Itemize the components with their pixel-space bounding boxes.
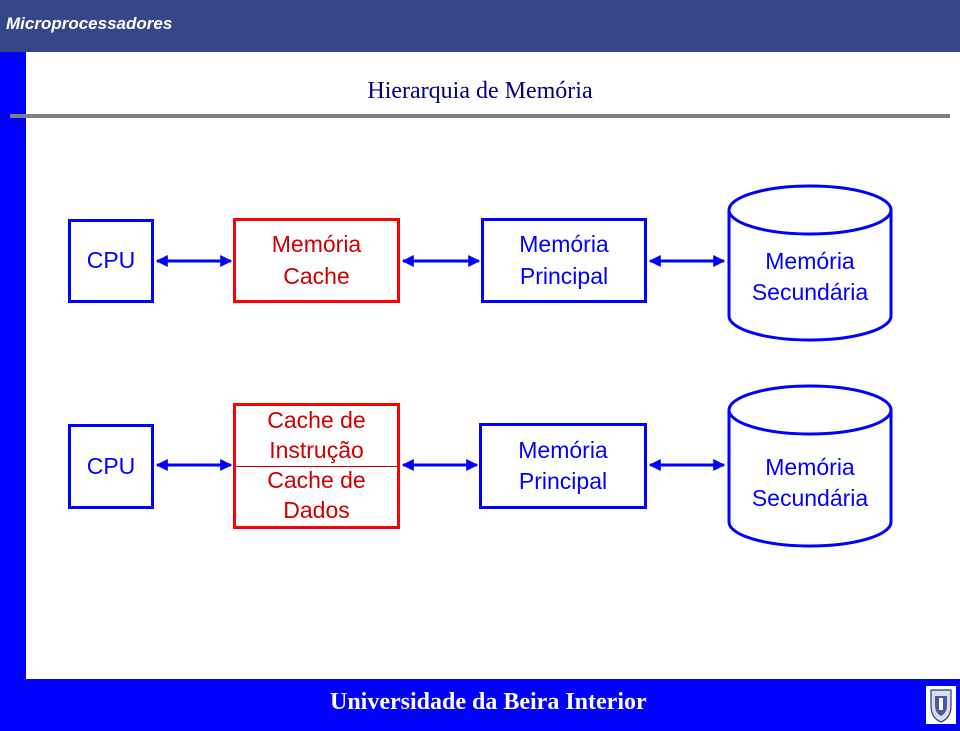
- left-sidebar-stripe: [0, 52, 26, 731]
- main-label-line2: Principal: [519, 262, 609, 289]
- dcache-label-line1: Cache de: [267, 467, 366, 494]
- secondary-memory-label-top: Memória Secundária: [729, 246, 891, 308]
- main-label-line2-bottom: Principal: [518, 468, 608, 494]
- title-divider: [10, 114, 950, 118]
- cpu-label-bottom: CPU: [86, 452, 136, 479]
- header-title: Microprocessadores: [6, 14, 173, 33]
- footer-bar: [0, 679, 960, 731]
- cpu-box-bottom: CPU: [68, 424, 154, 509]
- main-memory-box-top: Memória Principal: [481, 218, 647, 303]
- header-bar: Microprocessadores: [0, 0, 960, 52]
- icache-label-line1: Cache de: [267, 407, 366, 433]
- icache-label-line2: Instrução: [269, 436, 364, 463]
- secondary-label-line1: Memória: [765, 248, 855, 274]
- footer-institution: Universidade da Beira Interior: [330, 689, 647, 715]
- secondary-label-line2-bottom: Secundária: [751, 485, 869, 512]
- data-cache-section: Cache de Dados: [236, 466, 397, 526]
- secondary-label-line1-bottom: Memória: [765, 454, 855, 480]
- split-cache-box: Cache de Instrução Cache de Dados: [233, 403, 400, 529]
- cache-label-line2: Cache: [283, 262, 350, 289]
- main-memory-box-bottom: Memória Principal: [479, 423, 647, 509]
- cache-label-line1: Memória: [271, 231, 362, 258]
- secondary-memory-cylinder-top: [727, 184, 893, 342]
- secondary-memory-label-bottom: Memória Secundária: [729, 452, 891, 514]
- main-label-line1: Memória: [519, 231, 609, 258]
- secondary-label-line2: Secundária: [751, 279, 869, 306]
- cache-memory-box: Memória Cache: [233, 218, 400, 303]
- cpu-box-top: CPU: [68, 219, 154, 303]
- cpu-label: CPU: [86, 247, 136, 274]
- slide-title: Hierarquia de Memória: [367, 78, 593, 104]
- dcache-label-line2: Dados: [283, 497, 350, 524]
- secondary-memory-cylinder-bottom: [727, 384, 893, 548]
- instruction-cache-section: Cache de Instrução: [236, 406, 397, 466]
- main-label-line1-bottom: Memória: [518, 436, 608, 463]
- university-emblem-icon: [926, 686, 956, 724]
